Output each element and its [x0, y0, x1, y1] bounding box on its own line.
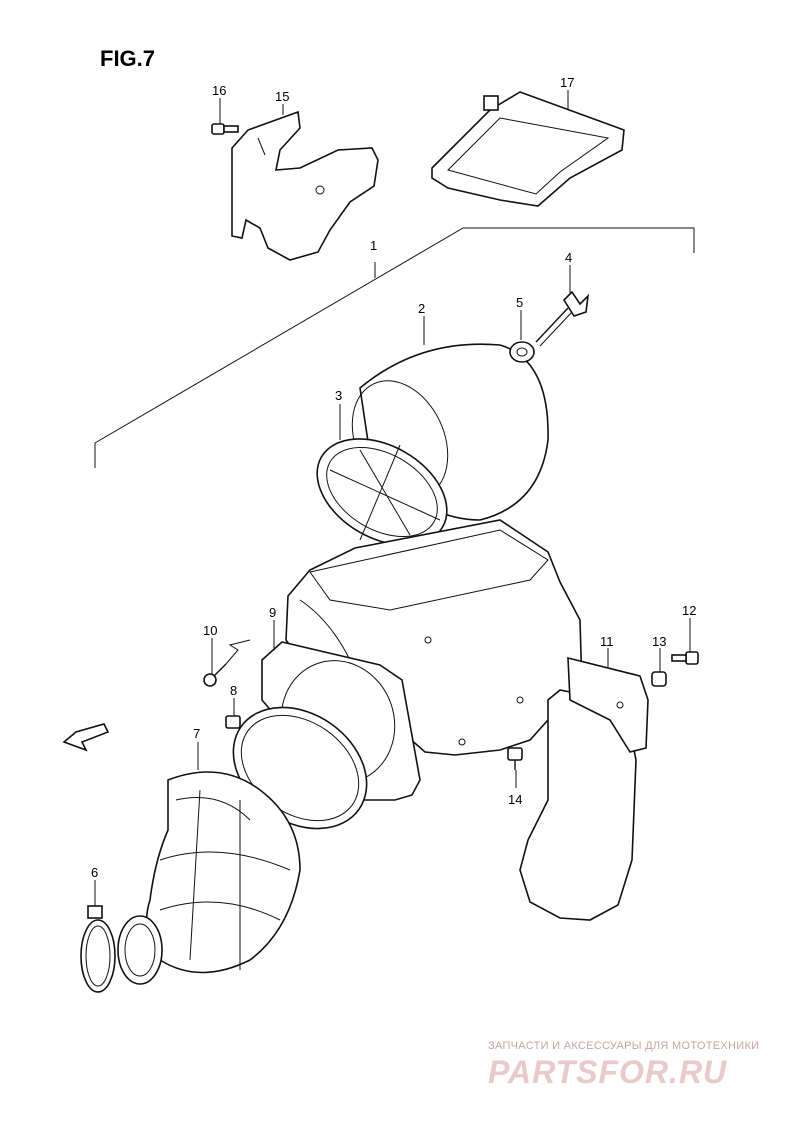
callout-4: 4 — [565, 250, 572, 265]
part-12-bolt — [671, 651, 699, 665]
figure-title: FIG.7 — [100, 46, 156, 71]
part-6-hose-clamp — [80, 905, 116, 993]
part-4-wing-bolt — [535, 290, 590, 347]
part-7-boot — [117, 771, 301, 985]
callout-14: 14 — [508, 792, 522, 807]
part-14-screw — [507, 747, 523, 770]
part-11-plate — [567, 656, 649, 753]
part-1-case — [285, 519, 637, 921]
callout-8: 8 — [230, 683, 237, 698]
callout-13: 13 — [652, 634, 666, 649]
callout-2: 2 — [418, 301, 425, 316]
watermark-logo: PARTSFOR.RU — [488, 1054, 728, 1090]
callout-5: 5 — [516, 295, 523, 310]
leader-lines — [94, 90, 691, 906]
callout-labels: 1 2 3 4 5 6 7 8 9 10 11 12 13 14 15 16 1… — [91, 75, 696, 880]
part-3-frame — [316, 438, 448, 546]
fwd-arrow-icon: FWD — [62, 723, 110, 752]
callout-16: 16 — [212, 83, 226, 98]
callout-7: 7 — [193, 726, 200, 741]
watermark-subtitle: ЗАПЧАСТИ И АКСЕССУАРЫ ДЛЯ МОТОТЕХНИКИ — [488, 1040, 760, 1052]
callout-10: 10 — [203, 623, 217, 638]
assembly-bracket — [94, 227, 695, 468]
part-16-bolt — [211, 123, 239, 135]
callout-15: 15 — [275, 89, 289, 104]
part-15-cover — [231, 110, 379, 261]
part-13-nut — [651, 671, 667, 687]
callout-9: 9 — [269, 605, 276, 620]
callout-11: 11 — [600, 634, 614, 649]
part-17-lid — [431, 91, 625, 207]
callout-12: 12 — [682, 603, 696, 618]
callout-1: 1 — [370, 238, 377, 253]
part-10-screw — [203, 639, 251, 687]
callout-6: 6 — [91, 865, 98, 880]
callout-17: 17 — [560, 75, 574, 90]
callout-3: 3 — [335, 388, 342, 403]
part-5-washer — [509, 341, 535, 363]
